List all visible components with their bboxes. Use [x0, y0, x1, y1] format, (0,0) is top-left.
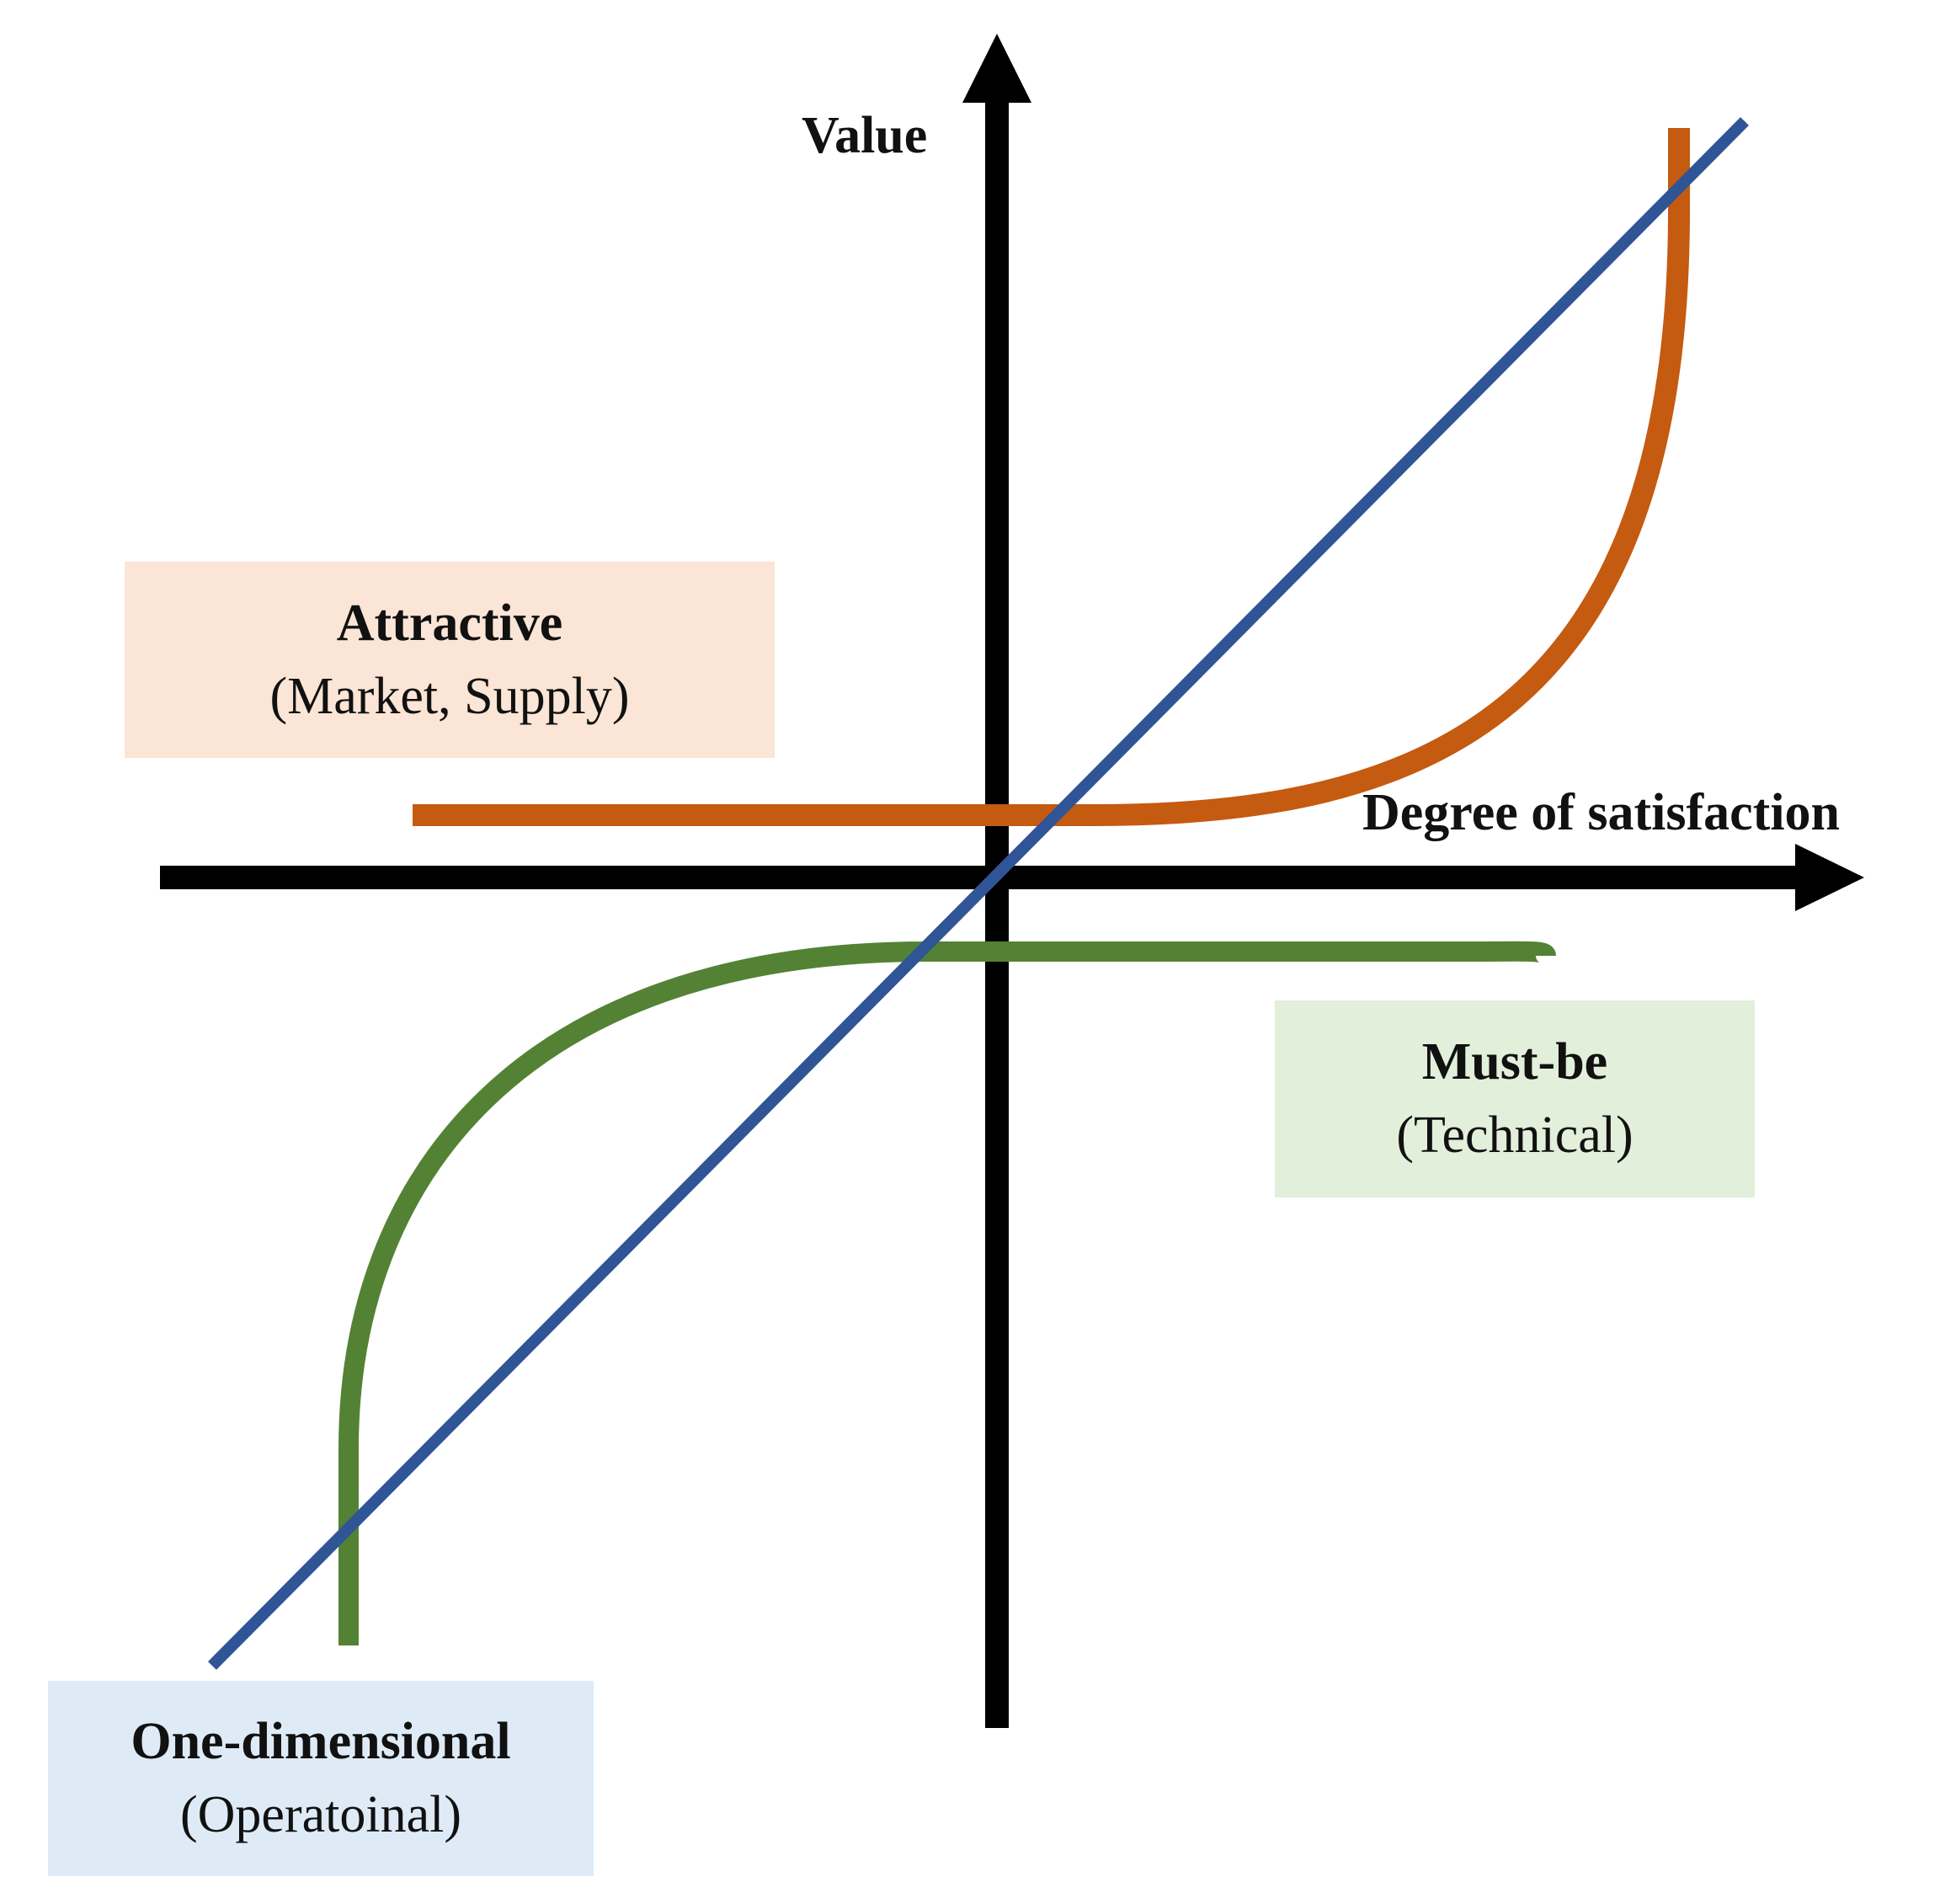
one-dimensional-label: One-dimensional (Operatoinal) — [48, 1681, 594, 1876]
attractive-box-background — [125, 562, 775, 758]
must-be-curve — [338, 941, 1556, 1645]
attractive-title: Attractive — [336, 594, 563, 652]
must-be-label: Must-be (Technical) — [1275, 1000, 1755, 1197]
must-be-box-background — [1275, 1000, 1755, 1197]
attractive-subtitle: (Market, Supply) — [269, 667, 630, 725]
x-axis-label: Degree of satisfaction — [1362, 784, 1841, 841]
attractive-curve — [413, 128, 1690, 826]
x-axis-arrowhead — [1795, 844, 1864, 911]
must-be-subtitle: (Technical) — [1396, 1107, 1634, 1164]
one-dimensional-title: One-dimensional — [131, 1713, 511, 1771]
one-dimensional-box-background — [48, 1681, 594, 1876]
y-axis-arrowhead — [962, 34, 1031, 103]
must-be-title: Must-be — [1421, 1033, 1608, 1091]
one-dimensional-line — [208, 117, 1749, 1670]
one-dimensional-subtitle: (Operatoinal) — [180, 1786, 461, 1843]
attractive-label: Attractive (Market, Supply) — [125, 562, 775, 758]
y-axis-label: Value — [802, 107, 928, 164]
